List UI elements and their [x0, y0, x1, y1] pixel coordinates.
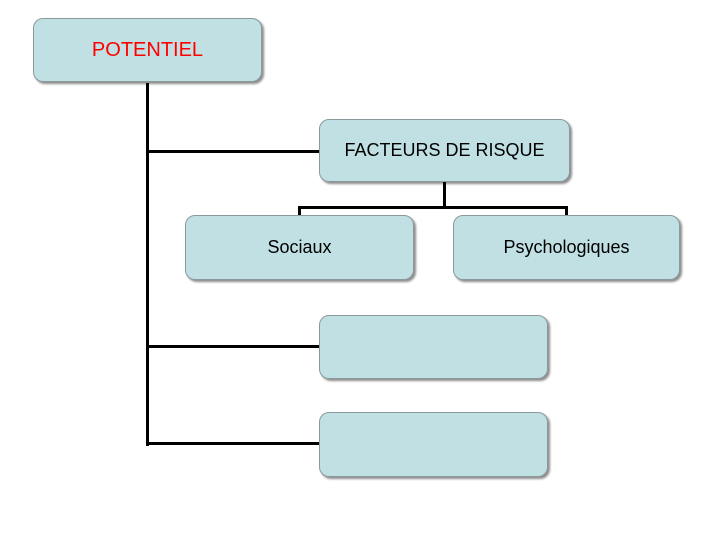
root-node: POTENTIEL [33, 18, 262, 82]
psychologiques-node: Psychologiques [453, 215, 680, 280]
psychologiques-label: Psychologiques [503, 237, 630, 257]
connector-root-to-risk-factors [146, 150, 320, 153]
connector-root-to-empty-box-2 [146, 442, 320, 445]
connector-to-psychologiques [565, 206, 568, 216]
sociaux-node: Sociaux [185, 215, 414, 280]
connector-root-vertical [146, 83, 149, 446]
connector-risk-children-horizontal [298, 206, 568, 209]
connector-risk-factors-vertical [443, 182, 446, 208]
sociaux-label: Sociaux [267, 237, 332, 257]
empty-node-1 [319, 315, 548, 379]
risk-factors-label: FACTEURS DE RISQUE [344, 140, 545, 160]
risk-factors-node: FACTEURS DE RISQUE [319, 119, 570, 182]
connector-to-sociaux [298, 206, 301, 216]
connector-root-to-empty-box-1 [146, 345, 320, 348]
root-node-label: POTENTIEL [91, 38, 204, 61]
empty-node-2 [319, 412, 548, 477]
